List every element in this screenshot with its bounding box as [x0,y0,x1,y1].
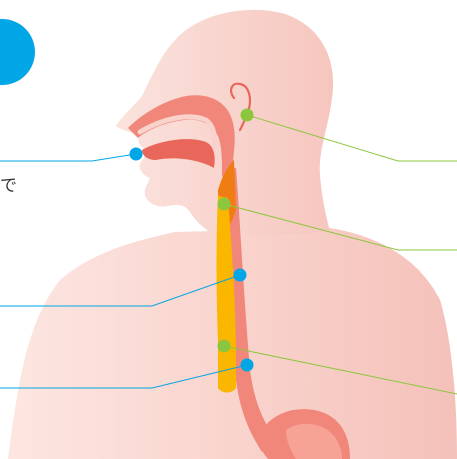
leader-line-mouth [0,154,136,161]
label-fragment: で [0,178,17,195]
marker-ear [241,109,254,122]
marker-mouth [130,148,143,161]
marker-throat [218,198,231,211]
marker-low-green [218,340,231,353]
blue-badge-circle [0,19,35,85]
marker-mid-left [234,269,247,282]
marker-low-blue [241,359,254,372]
